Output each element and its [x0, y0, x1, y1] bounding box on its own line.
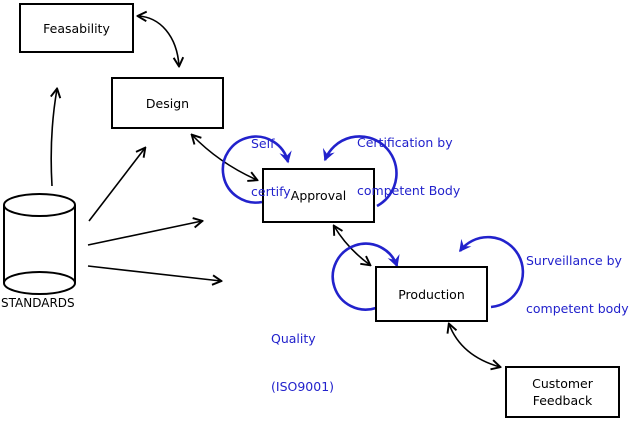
node-approval-label: Approval	[290, 188, 347, 203]
node-customer-feedback-label-line2: Feedback	[532, 393, 593, 408]
node-customer-feedback: Customer Feedback	[505, 366, 620, 418]
cylinder-bottom-ellipse	[3, 271, 76, 295]
loop-surveillance	[458, 235, 525, 309]
standards-cylinder	[3, 193, 76, 295]
arrow-standards-feasability	[51, 89, 57, 187]
annotation-self-certify: Self certify	[251, 104, 291, 232]
annotation-surveillance: Surveillance by competent body	[526, 221, 629, 349]
annotation-certification-line1: Certification by	[357, 135, 453, 150]
arrow-design-approval	[192, 135, 257, 180]
node-production-label: Production	[398, 286, 465, 302]
annotation-self-certify-line2: certify	[251, 184, 291, 199]
node-design: Design	[111, 77, 224, 129]
annotation-quality-monitoring: Quality (ISO9001) monitoring	[271, 299, 339, 421]
annotation-surveillance-line1: Surveillance by	[526, 253, 622, 268]
annotation-certification-line2: competent Body	[357, 183, 461, 198]
arrow-feasability-design	[138, 16, 179, 66]
annotation-quality-line1: Quality	[271, 331, 316, 346]
arrow-standards-design	[88, 148, 145, 222]
annotation-certification: Certification by competent Body	[357, 103, 460, 231]
node-feasability: Feasability	[19, 3, 134, 53]
node-design-label: Design	[145, 95, 190, 111]
standards-label: STANDARDS	[1, 296, 75, 310]
cylinder-top-ellipse	[3, 193, 76, 217]
loop-certification	[322, 135, 398, 208]
loop-quality-monitoring	[331, 242, 400, 311]
annotation-surveillance-line2: competent body	[526, 301, 629, 316]
node-production: Production	[375, 266, 488, 322]
arrow-production-customer-feedback	[449, 324, 500, 367]
arrow-standards-approval	[87, 221, 202, 246]
node-feasability-label: Feasability	[43, 20, 110, 36]
node-customer-feedback-label-line1: Customer	[532, 376, 593, 391]
node-approval: Approval	[262, 168, 375, 223]
loop-self-certify	[221, 135, 292, 204]
annotation-quality-line2: (ISO9001)	[271, 379, 335, 394]
arrow-standards-production	[87, 265, 221, 281]
annotation-self-certify-line1: Self	[251, 136, 275, 151]
